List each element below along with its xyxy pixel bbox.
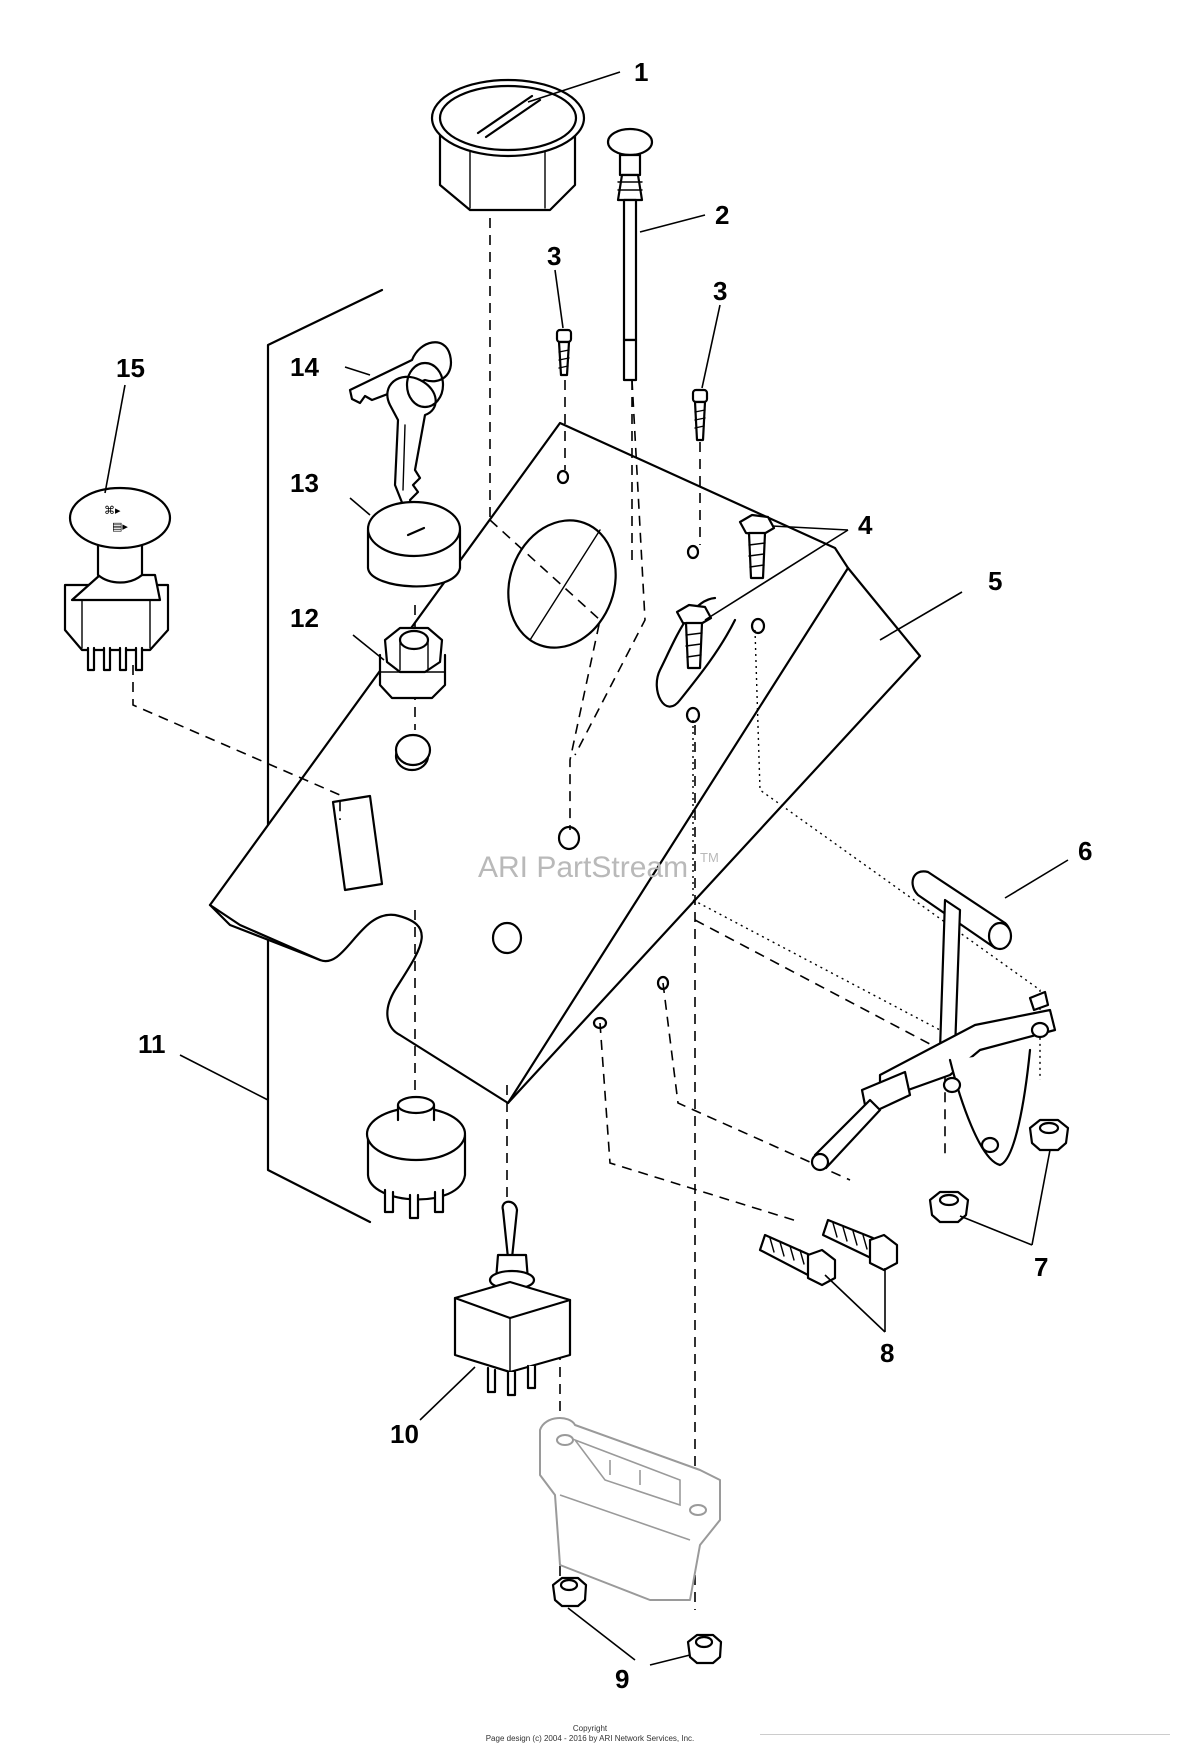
footer-page-design: Page design (c) 2004 - 2016 by ARI Netwo… bbox=[485, 1734, 695, 1743]
callout-11: 11 bbox=[138, 1029, 166, 1059]
callout-4: 4 bbox=[858, 510, 873, 540]
bolt-upper bbox=[738, 513, 776, 580]
tapping-screw-right bbox=[821, 1218, 899, 1272]
callout-14: 14 bbox=[290, 352, 319, 382]
screw-right bbox=[691, 388, 709, 442]
dash-panel bbox=[208, 421, 922, 1105]
nut-lever-left bbox=[928, 1190, 970, 1224]
support-bracket bbox=[539, 1417, 721, 1601]
callout-1: 1 bbox=[634, 57, 648, 87]
callout-2: 2 bbox=[715, 200, 729, 230]
screw-left bbox=[555, 328, 573, 377]
callout-9: 9 bbox=[615, 1664, 629, 1694]
watermark: ARI PartStream TM bbox=[478, 850, 719, 884]
toggle-switch bbox=[453, 1200, 572, 1397]
ignition-switch bbox=[365, 1095, 467, 1220]
round-plug bbox=[430, 78, 586, 212]
callout-12: 12 bbox=[290, 603, 319, 633]
nut-lever-right bbox=[1028, 1118, 1070, 1152]
bolt-lower bbox=[675, 603, 713, 670]
pto-switch: ⌘▸ ▤▸ bbox=[63, 486, 172, 672]
footer-copyright: Copyright bbox=[572, 1724, 608, 1733]
callout-10: 10 bbox=[390, 1419, 419, 1449]
svg-text:▤▸: ▤▸ bbox=[112, 520, 128, 533]
leader-lines bbox=[104, 71, 1069, 1666]
watermark-text: ARI PartStream bbox=[478, 851, 688, 884]
callout-5: 5 bbox=[988, 566, 1002, 596]
callout-3-right: 3 bbox=[713, 276, 727, 306]
callout-7: 7 bbox=[1034, 1252, 1048, 1282]
callout-8: 8 bbox=[880, 1338, 894, 1368]
ignition-keys bbox=[348, 341, 453, 512]
pto-symbol-icon: ⌘▸ bbox=[104, 504, 121, 517]
choke-cable bbox=[606, 127, 654, 382]
callout-3-left: 3 bbox=[547, 241, 561, 271]
watermark-trademark: TM bbox=[700, 850, 719, 865]
panel-bracket-outline bbox=[266, 288, 384, 1224]
throttle-lever bbox=[810, 870, 1057, 1172]
callout-labels: 1 2 3 3 4 5 6 7 8 9 10 11 12 13 14 15 bbox=[116, 57, 1092, 1694]
nut-bracket-right bbox=[686, 1633, 723, 1665]
ignition-nut bbox=[378, 626, 447, 767]
nut-bracket-left bbox=[551, 1576, 588, 1608]
callout-13: 13 bbox=[290, 468, 319, 498]
footer-divider bbox=[760, 1734, 1170, 1735]
tapping-screw-left bbox=[758, 1233, 837, 1287]
callout-6: 6 bbox=[1078, 836, 1092, 866]
ignition-cap bbox=[366, 500, 462, 588]
callout-15: 15 bbox=[116, 353, 145, 383]
